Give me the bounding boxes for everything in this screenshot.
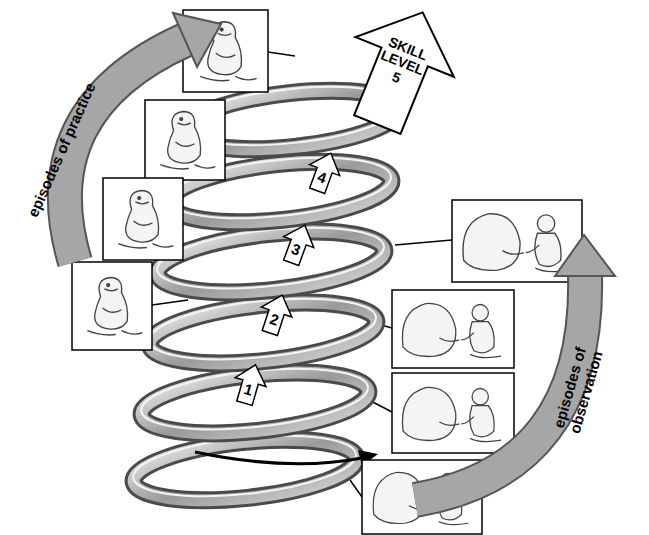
- coil-metal: [155, 222, 388, 302]
- picture-box: [72, 262, 152, 350]
- ape-picture: [87, 278, 142, 335]
- leader-line: [350, 480, 362, 497]
- leader-line: [268, 52, 295, 56]
- block-arrow: [229, 360, 271, 407]
- curved-arrow-outline: [415, 275, 585, 500]
- spring-coil: [138, 359, 371, 443]
- ape-pair-picture: [463, 214, 568, 272]
- coil-highlight: [154, 218, 387, 298]
- coil-metal: [131, 430, 360, 509]
- block-arrow: [328, 0, 472, 144]
- curved-arrow-outline: [65, 40, 185, 262]
- curved-arrow-head: [555, 235, 615, 276]
- ape-picture: [160, 112, 215, 169]
- coil-shadow: [131, 430, 360, 509]
- picture-box: [145, 100, 225, 180]
- picture-box: [392, 290, 514, 368]
- coil-highlight: [146, 289, 379, 369]
- spring-coil: [146, 289, 379, 373]
- block-arrow: [276, 220, 320, 269]
- coil-metal: [147, 293, 380, 373]
- block-arrow: [302, 148, 346, 197]
- picture-box: [103, 178, 183, 260]
- picture-box: [392, 373, 514, 453]
- coil-shadow: [155, 222, 388, 302]
- block-arrow: [255, 290, 298, 338]
- leader-line: [395, 240, 452, 245]
- curved-arrow-head: [173, 13, 221, 67]
- ape-pair-picture: [402, 303, 501, 357]
- spring: [130, 78, 402, 510]
- ape-picture: [118, 191, 173, 248]
- curved-arrow-band: [65, 40, 185, 262]
- coil-shadow: [147, 293, 380, 373]
- skill-level-arrow: SKILL LEVEL 5: [326, 0, 475, 147]
- node-shape: [0, 0, 240, 290]
- observation-arrow: episodes of observation: [380, 215, 630, 520]
- leader-line: [152, 300, 188, 305]
- rotation-arrow: [195, 452, 362, 464]
- curved-arrow-band: [415, 275, 585, 500]
- ape-pair-picture: [402, 387, 501, 441]
- practice-arrow: episodes of practice: [0, 0, 240, 290]
- spring-coil: [154, 218, 387, 302]
- coil-highlight: [138, 359, 371, 439]
